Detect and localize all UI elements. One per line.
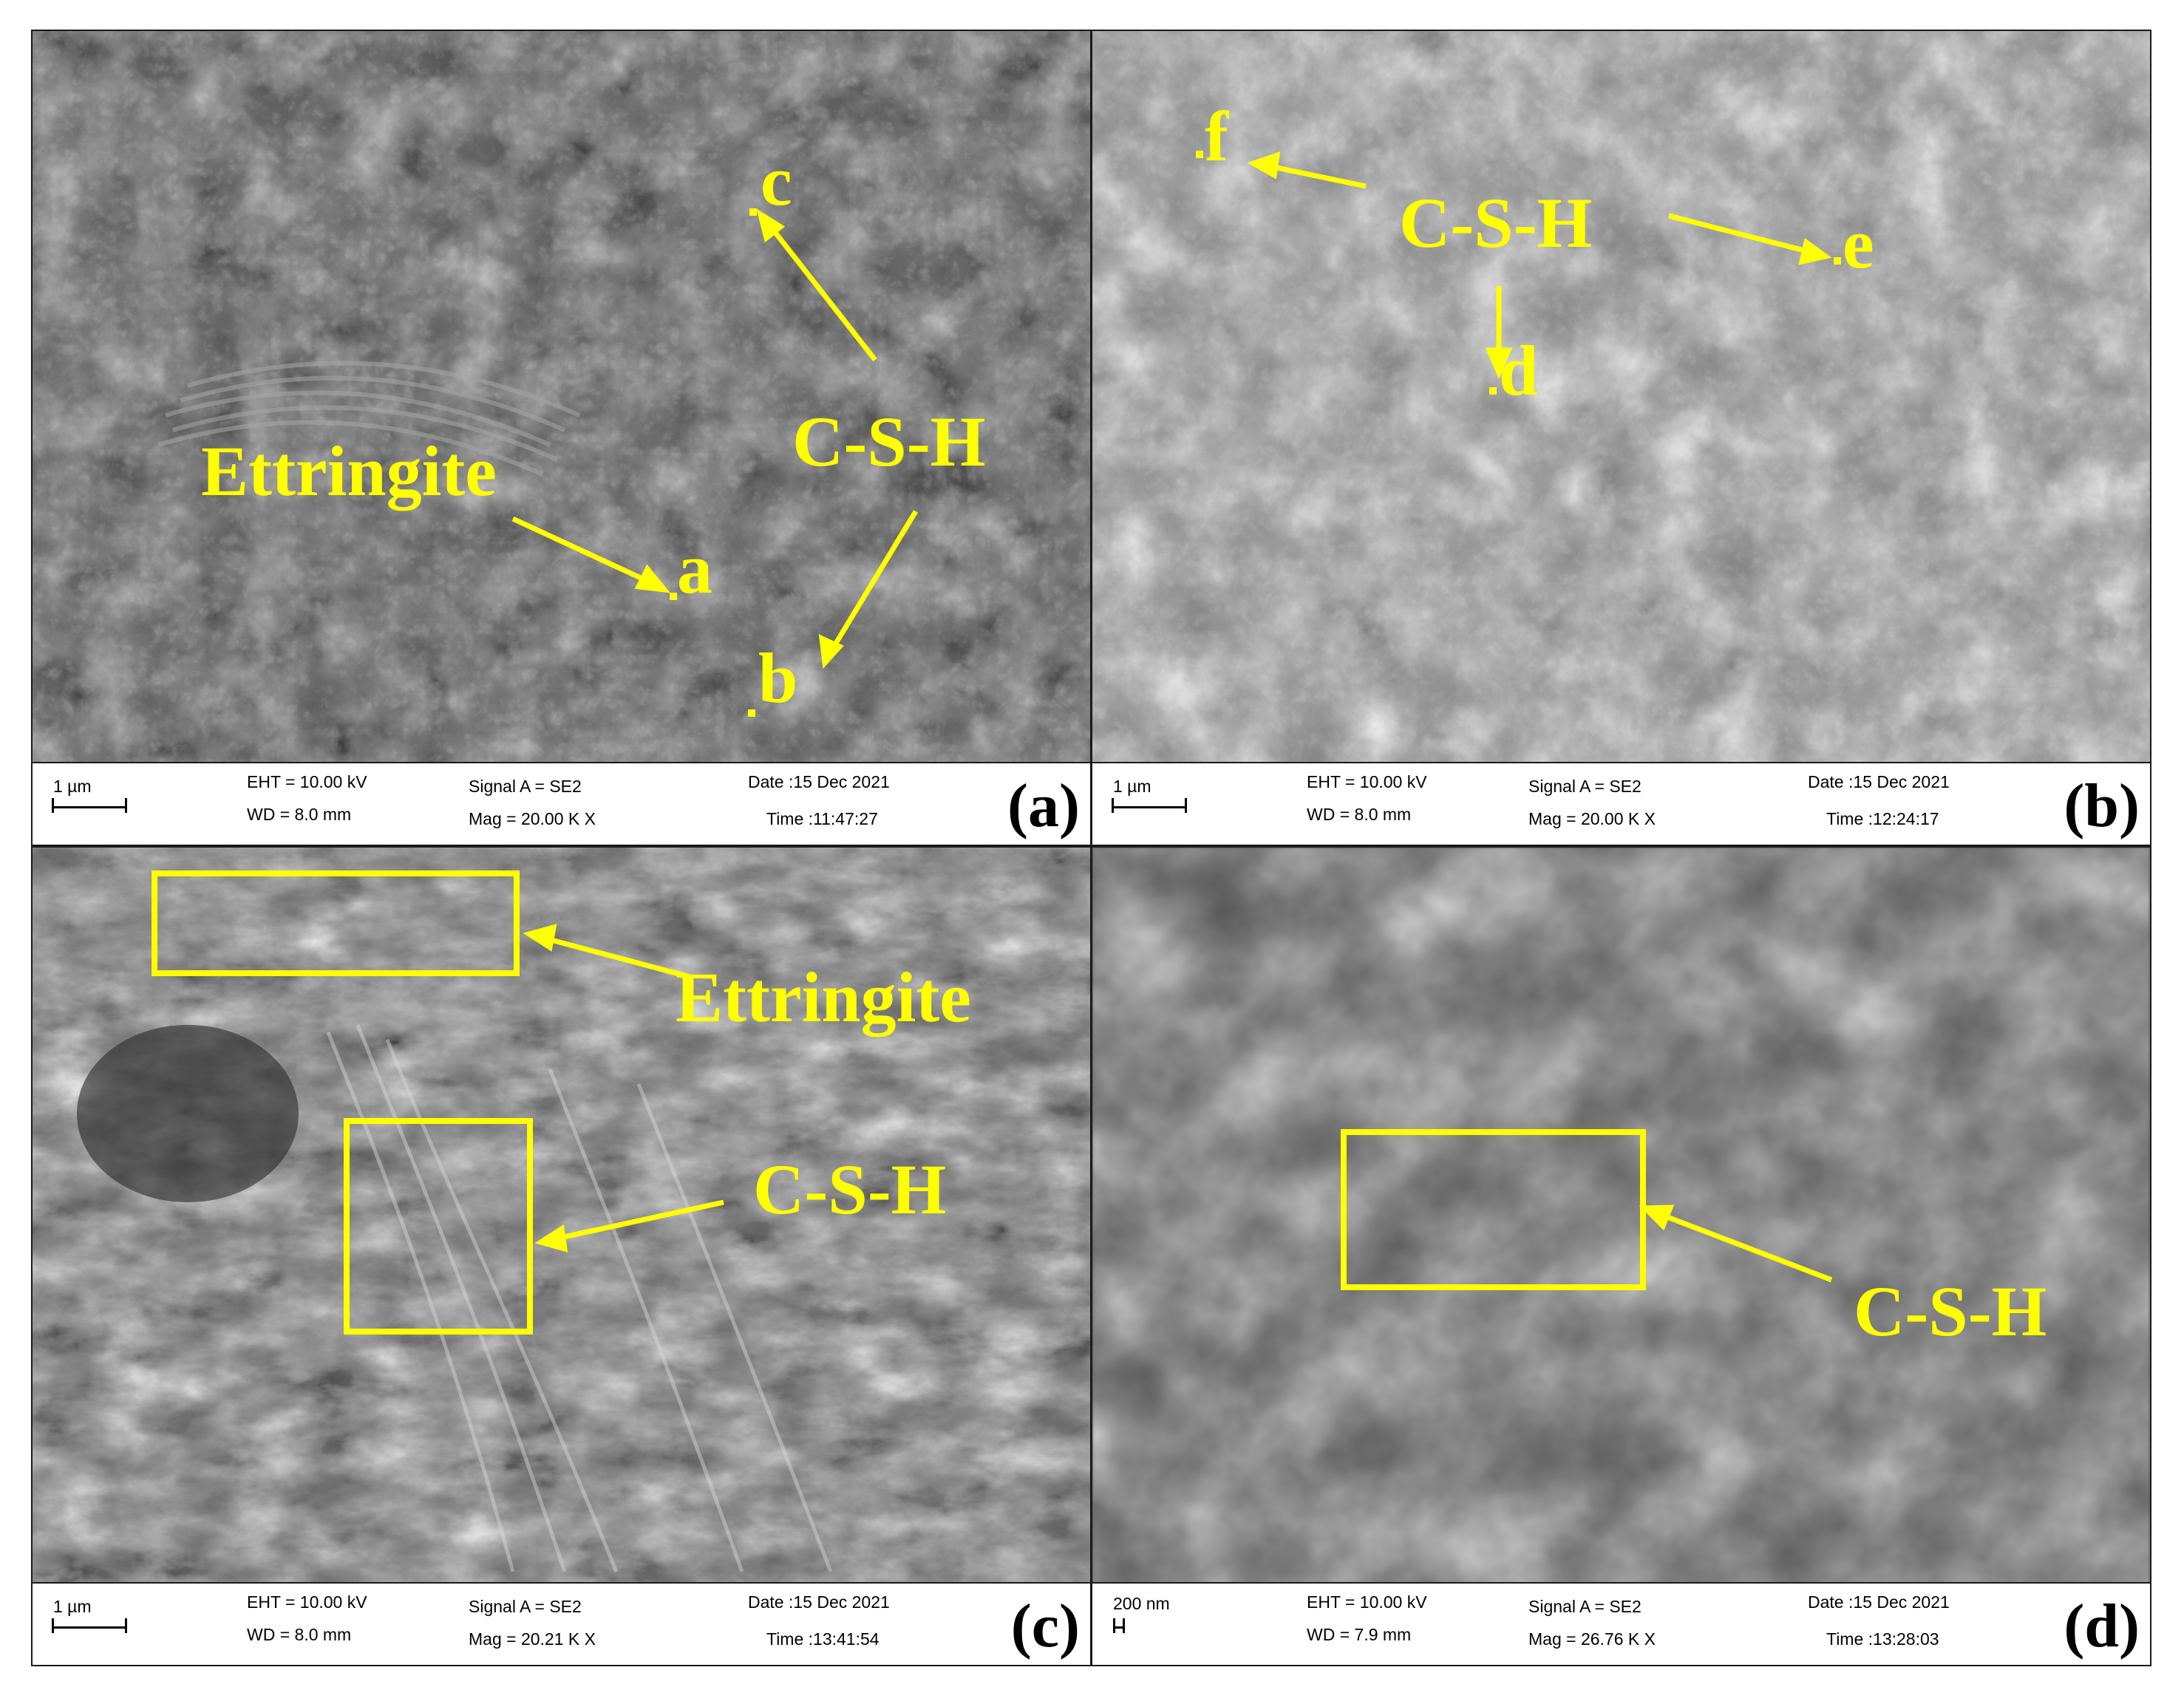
date-value: Date :15 Dec 2021 xyxy=(748,772,890,791)
sem-panel-a: Ettringite C-S-H a b c 1 µm EHT = 10.00 … xyxy=(31,30,1092,846)
time-value: Time :11:47:27 xyxy=(766,809,878,828)
signal-value: Signal A = SE2 xyxy=(1528,777,1642,796)
time-value: Time :13:28:03 xyxy=(1826,1629,1939,1649)
label-point-c: c xyxy=(761,141,792,220)
label-point-f: f xyxy=(1205,97,1228,176)
time-value: Time :13:41:54 xyxy=(766,1629,880,1649)
label-ettringite-a: Ettringite xyxy=(201,432,497,511)
sem-micrograph-a xyxy=(33,31,1090,765)
label-point-d: d xyxy=(1499,331,1539,410)
scale-bar xyxy=(52,798,127,813)
scale-bar-label: 200 nm xyxy=(1113,1594,1170,1613)
date-value: Date :15 Dec 2021 xyxy=(1808,1592,1950,1612)
date-value: Date :15 Dec 2021 xyxy=(748,1592,890,1612)
time-value: Time :12:24:17 xyxy=(1826,809,1939,828)
wd-value: WD = 8.0 mm xyxy=(1307,805,1412,824)
sem-info-bar-c: 1 µm EHT = 10.00 kV WD = 8.0 mm Signal A… xyxy=(33,1582,1090,1665)
scale-bar-label: 1 µm xyxy=(1113,777,1151,796)
date-value: Date :15 Dec 2021 xyxy=(1808,772,1950,791)
eht-value: EHT = 10.00 kV xyxy=(247,1592,367,1612)
scale-bar-label: 1 µm xyxy=(53,777,92,796)
scale-bar xyxy=(1113,1618,1125,1633)
signal-value: Signal A = SE2 xyxy=(469,777,582,796)
label-point-b: b xyxy=(758,638,798,718)
sem-panel-b: C-S-H f e d 1 µm EHT = 10.00 kV WD = 8.0… xyxy=(1091,30,2151,846)
sem-info-bar-b: 1 µm EHT = 10.00 kV WD = 8.0 mm Signal A… xyxy=(1092,762,2150,845)
wd-value: WD = 8.0 mm xyxy=(247,1625,352,1644)
label-csh-a: C-S-H xyxy=(792,402,986,481)
panel-letter-a: (a) xyxy=(1007,771,1080,840)
signal-value: Signal A = SE2 xyxy=(1528,1597,1642,1616)
scale-bar xyxy=(1112,798,1187,813)
panel-letter-b: (b) xyxy=(2064,771,2140,840)
sem-panel-c: Ettringite C-S-H 1 µm EHT = 10.00 kV WD … xyxy=(31,846,1092,1666)
sem-panel-d: C-S-H 200 nm EHT = 10.00 kV WD = 7.9 mm … xyxy=(1091,846,2151,1666)
eht-value: EHT = 10.00 kV xyxy=(247,772,367,791)
mag-value: Mag = 20.00 K X xyxy=(1528,809,1656,828)
label-csh-c: C-S-H xyxy=(753,1150,947,1229)
scale-bar-label: 1 µm xyxy=(53,1597,92,1616)
sem-info-bar-a: 1 µm EHT = 10.00 kV WD = 8.0 mm Signal A… xyxy=(33,762,1090,845)
label-ettringite-c: Ettringite xyxy=(676,958,971,1037)
mag-value: Mag = 20.00 K X xyxy=(469,809,596,828)
label-csh-d: C-S-H xyxy=(1854,1272,2047,1351)
mag-value: Mag = 26.76 K X xyxy=(1528,1629,1656,1649)
wd-value: WD = 7.9 mm xyxy=(1307,1625,1412,1644)
scale-bar xyxy=(52,1618,127,1633)
panel-letter-d: (d) xyxy=(2064,1592,2140,1660)
signal-value: Signal A = SE2 xyxy=(469,1597,582,1616)
sem-micrograph-b xyxy=(1092,31,2150,765)
label-csh-b: C-S-H xyxy=(1399,183,1593,262)
label-point-e: e xyxy=(1843,204,1874,283)
sem-info-bar-d: 200 nm EHT = 10.00 kV WD = 7.9 mm Signal… xyxy=(1092,1582,2150,1665)
eht-value: EHT = 10.00 kV xyxy=(1307,772,1427,791)
eht-value: EHT = 10.00 kV xyxy=(1307,1592,1427,1612)
mag-value: Mag = 20.21 K X xyxy=(469,1629,596,1649)
panel-letter-c: (c) xyxy=(1010,1592,1080,1660)
label-point-a: a xyxy=(677,529,712,608)
wd-value: WD = 8.0 mm xyxy=(247,805,352,824)
sem-micrograph-d xyxy=(1092,848,2150,1585)
